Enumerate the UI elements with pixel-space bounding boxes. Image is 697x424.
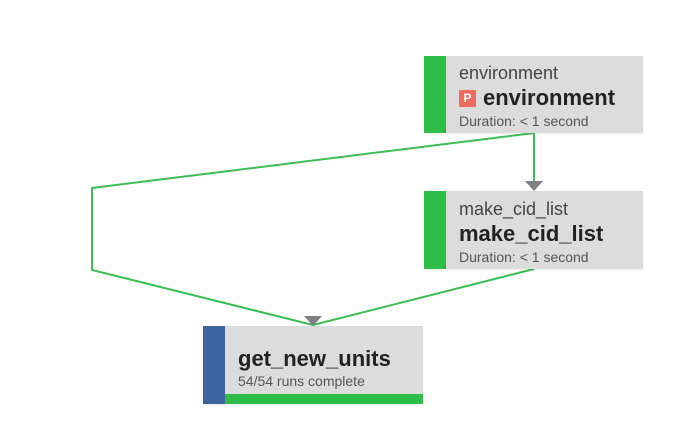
node-make-cid-list[interactable]: make_cid_list make_cid_list Duration: < … [424,191,643,269]
edge-environment-to-get-new-units [91,132,535,326]
node-progress-bar [225,394,423,404]
arrowhead-icon [525,181,543,191]
node-name-small: environment [459,63,559,83]
node-environment[interactable]: environment P environment Duration: < 1 … [424,56,643,133]
node-name: P environment [459,85,637,111]
pipeline-badge-icon: P [459,89,476,107]
arrowhead-icon [304,316,322,326]
node-duration: Duration: < 1 second [459,113,589,129]
node-duration: Duration: < 1 second [459,249,589,265]
node-name: make_cid_list [459,221,604,246]
node-name-label: environment [483,85,616,110]
node-name-small: make_cid_list [459,199,569,219]
node-status-bar [424,56,446,133]
node-status-bar [203,326,225,404]
node-progress-fill [225,394,423,404]
node-runs-complete: 54/54 runs complete [238,373,365,389]
node-name: get_new_units [238,346,391,371]
node-get-new-units[interactable]: get_new_units 54/54 runs complete [203,326,423,404]
node-status-bar [424,191,446,269]
edge-make-cid-list-to-get-new-units [312,268,535,326]
